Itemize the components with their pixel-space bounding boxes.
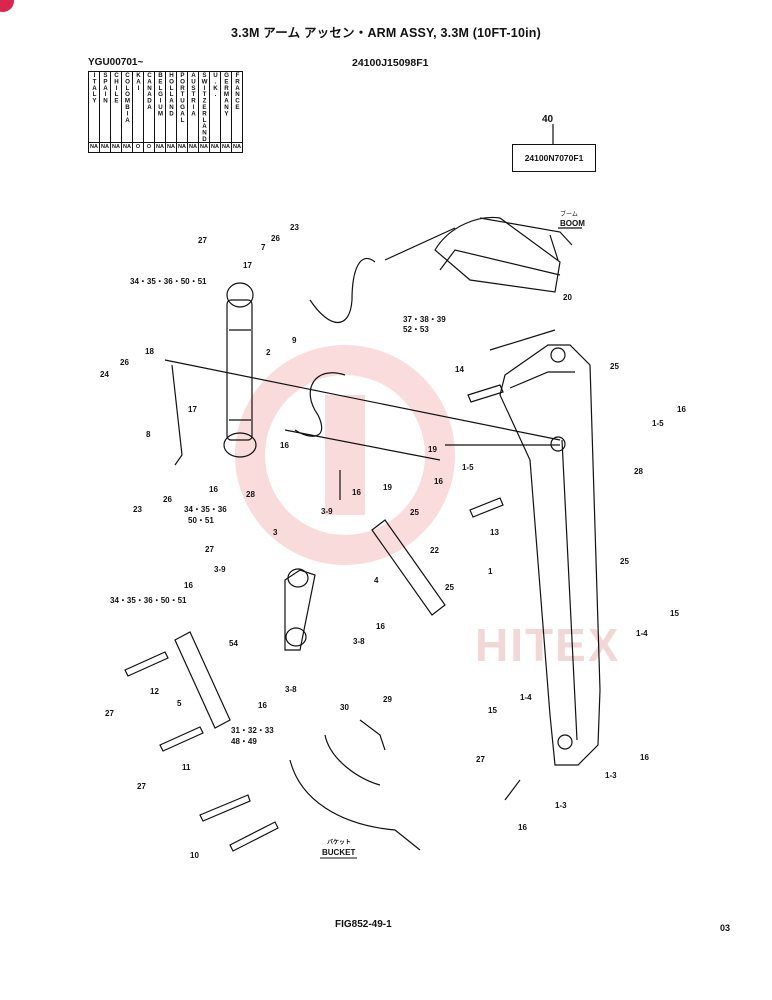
country-name-cell: FRANCE [231, 70, 243, 144]
assembly-part-number: 24100J15098F1 [352, 57, 429, 69]
callout: 16 [209, 485, 218, 494]
callout: 22 [430, 546, 439, 555]
country-name-cell: U.K. [209, 70, 221, 144]
kit-ref-number: 40 [542, 114, 554, 125]
callout: 27 [205, 545, 214, 554]
country-code-cell: NA [231, 142, 243, 154]
callout: 34・35・36・50・51 [110, 596, 187, 605]
callout: 13 [490, 528, 499, 537]
callout: 16 [258, 701, 267, 710]
kit-part-number-box: 24100N7070F1 [512, 144, 596, 172]
callout: 16 [677, 405, 686, 414]
callout: 20 [563, 293, 572, 302]
callout: 25 [445, 583, 454, 592]
callout: 24 [100, 370, 109, 379]
callout: 5 [177, 699, 182, 708]
page-number: 03 [720, 923, 731, 933]
callout: 16 [184, 581, 193, 590]
callout: 25 [610, 362, 619, 371]
corner-badge [0, 0, 14, 12]
callout: 37・38・39 [403, 315, 446, 324]
watermark: HITEX [475, 619, 621, 671]
callout: 25 [410, 508, 419, 517]
callout: 1 [488, 567, 493, 576]
callout: 28 [246, 490, 255, 499]
callout: 2 [266, 348, 271, 357]
callout: 16 [518, 823, 527, 832]
callout: 34・35・36・50・51 [130, 277, 207, 286]
callout: 54 [229, 639, 238, 648]
callout: 1-5 [462, 463, 474, 472]
callout: 34・35・36 [184, 505, 227, 514]
bucket-label: BUCKET [322, 848, 355, 857]
callout: 1-4 [520, 693, 532, 702]
callout: 16 [640, 753, 649, 762]
callout: 23 [290, 223, 299, 232]
callout: 29 [383, 695, 392, 704]
callout: 19 [428, 445, 437, 454]
callout: 27 [137, 782, 146, 791]
callout: 26 [163, 495, 172, 504]
callout: 25 [620, 557, 629, 566]
callout: 27 [105, 709, 114, 718]
serial-range: YGU00701~ [88, 57, 144, 68]
callout: 4 [374, 576, 379, 585]
callout: 50・51 [188, 516, 214, 525]
callout: 17 [243, 261, 252, 270]
callout: 1-4 [636, 629, 648, 638]
callout: 10 [190, 851, 199, 860]
figure-number: FIG852-49-1 [335, 919, 392, 930]
callout: 3-9 [321, 507, 333, 516]
callout: 12 [150, 687, 159, 696]
callout: 27 [198, 236, 207, 245]
callout: 52・53 [403, 325, 429, 334]
callout: 1-5 [652, 419, 664, 428]
callout: 16 [376, 622, 385, 631]
callout: 19 [383, 483, 392, 492]
callout: 48・49 [231, 737, 257, 746]
callout: 1-3 [555, 801, 567, 810]
callout: 17 [188, 405, 197, 414]
callout: 3-9 [214, 565, 226, 574]
callout: 14 [455, 365, 464, 374]
boom-label: BOOM [560, 219, 585, 228]
bucket-jp-label: バケット [327, 838, 351, 846]
callout: 16 [434, 477, 443, 486]
callout: 3-8 [285, 685, 297, 694]
callout: 26 [271, 234, 280, 243]
callout: 8 [146, 430, 151, 439]
callout: 30 [340, 703, 349, 712]
callout: 26 [120, 358, 129, 367]
page-title: 3.3M アーム アッセン・ARM ASSY, 3.3M (10FT-10in) [231, 26, 541, 40]
boom-jp-label: ブーム [560, 210, 578, 218]
callout: 16 [280, 441, 289, 450]
callout: 28 [634, 467, 643, 476]
callout: 18 [145, 347, 154, 356]
callout: 23 [133, 505, 142, 514]
callout: 15 [670, 609, 679, 618]
callout: 31・32・33 [231, 726, 274, 735]
callout: 27 [476, 755, 485, 764]
callout: 11 [182, 763, 191, 772]
callout: 1-3 [605, 771, 617, 780]
callout: 16 [352, 488, 361, 497]
callout: 3 [273, 528, 278, 537]
callout: 15 [488, 706, 497, 715]
callout: 7 [261, 243, 266, 252]
callout: 9 [292, 336, 297, 345]
callout: 3-8 [353, 637, 365, 646]
